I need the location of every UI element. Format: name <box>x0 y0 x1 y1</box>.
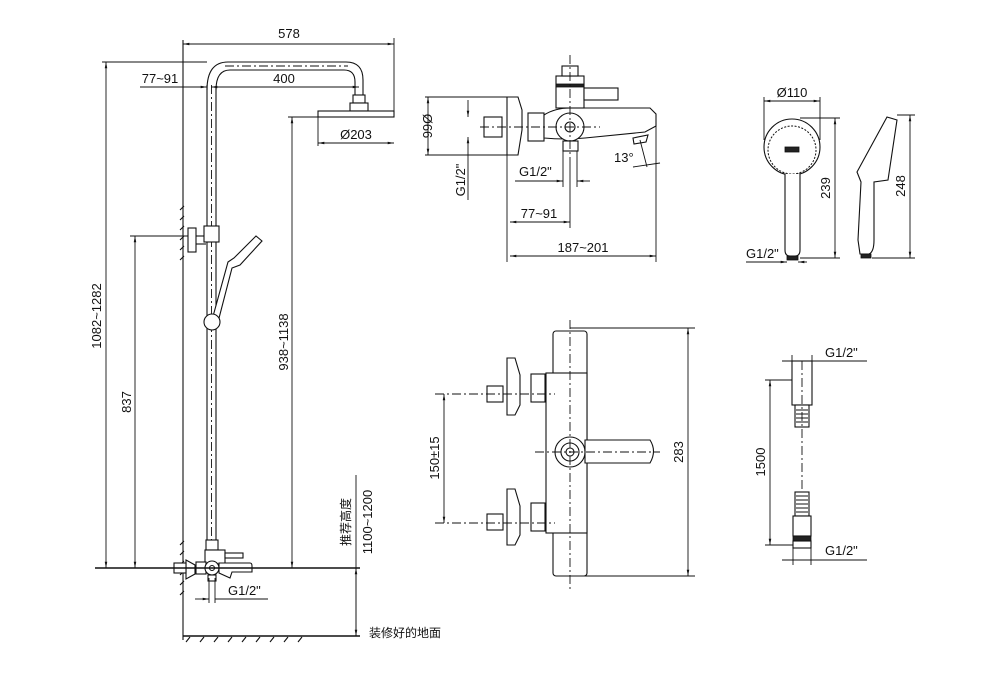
dim-hand-front-length: 239 <box>818 177 833 199</box>
mixer-front-view: 150±15 283 <box>427 320 695 590</box>
dim-arm-length: 400 <box>273 71 295 86</box>
dim-wall-offset: 77~91 <box>142 71 179 86</box>
floor-label: 装修好的地面 <box>369 625 441 640</box>
dim-head-height: 938~1138 <box>276 313 291 370</box>
shower-arm-inner <box>215 69 356 95</box>
dim-side-outlet-thread: G1/2" <box>519 164 552 179</box>
dim-hose-length: 1500 <box>753 448 768 477</box>
escutcheon-top <box>506 357 521 416</box>
floor-hatch <box>185 636 303 643</box>
dim-mixer-height: 1100~1200 <box>360 490 375 554</box>
mixer-spout <box>218 562 253 579</box>
dim-overall-width: 578 <box>278 26 300 41</box>
escutcheon-side <box>506 96 523 156</box>
dim-hose-bottom-thread: G1/2" <box>825 543 858 558</box>
diverter-lever <box>583 87 619 101</box>
dim-hose-top-thread: G1/2" <box>825 345 858 360</box>
hand-shower-views: Ø110 239 G1/2" 248 <box>746 85 915 264</box>
dim-head-diameter: Ø203 <box>340 127 372 142</box>
dim-front-inlet-thread: G1/2" <box>228 583 261 598</box>
thermostat-lever <box>584 439 655 464</box>
dim-side-wall-offset: 77~91 <box>521 206 558 221</box>
dim-bracket-height: 837 <box>119 391 134 413</box>
rain-shower-head <box>317 110 395 118</box>
slide-holder <box>203 313 221 331</box>
dim-hand-head-diameter: Ø110 <box>777 85 808 100</box>
recommended-height-label: 推荐高度 <box>338 498 353 546</box>
dim-side-depth: 187~201 <box>558 240 609 255</box>
hose-bottom-fitting <box>792 515 812 537</box>
shower-arm-outer <box>206 61 364 95</box>
front-view: 装修好的地面 5 <box>89 26 441 643</box>
hand-shower-side <box>856 116 898 255</box>
nut-bottom <box>530 502 546 532</box>
dim-total-height: 1082~1282 <box>89 283 104 348</box>
hand-shower-handle <box>784 174 801 257</box>
dim-hand-side-length: 248 <box>893 175 908 197</box>
wall-bracket <box>187 227 197 253</box>
dim-hand-thread: G1/2" <box>746 246 779 261</box>
dim-side-inlet-thread: G1/2" <box>453 163 468 196</box>
hand-shower-front <box>211 235 263 323</box>
dim-spout-angle: 13° <box>614 150 634 165</box>
dim-inlet-spacing: 150±15 <box>427 436 442 479</box>
escutcheon-bottom <box>506 488 521 546</box>
mixer-side-view: Ø66 G1/2" G1/2" 77~91 187~201 13° <box>420 55 661 262</box>
dim-escutcheon-diameter: Ø66 <box>420 114 435 139</box>
mixer-escutcheon <box>185 559 196 580</box>
dim-body-height: 283 <box>671 441 686 463</box>
nut-top <box>530 373 546 403</box>
hose-view: G1/2" 1500 G1/2" <box>753 345 867 565</box>
